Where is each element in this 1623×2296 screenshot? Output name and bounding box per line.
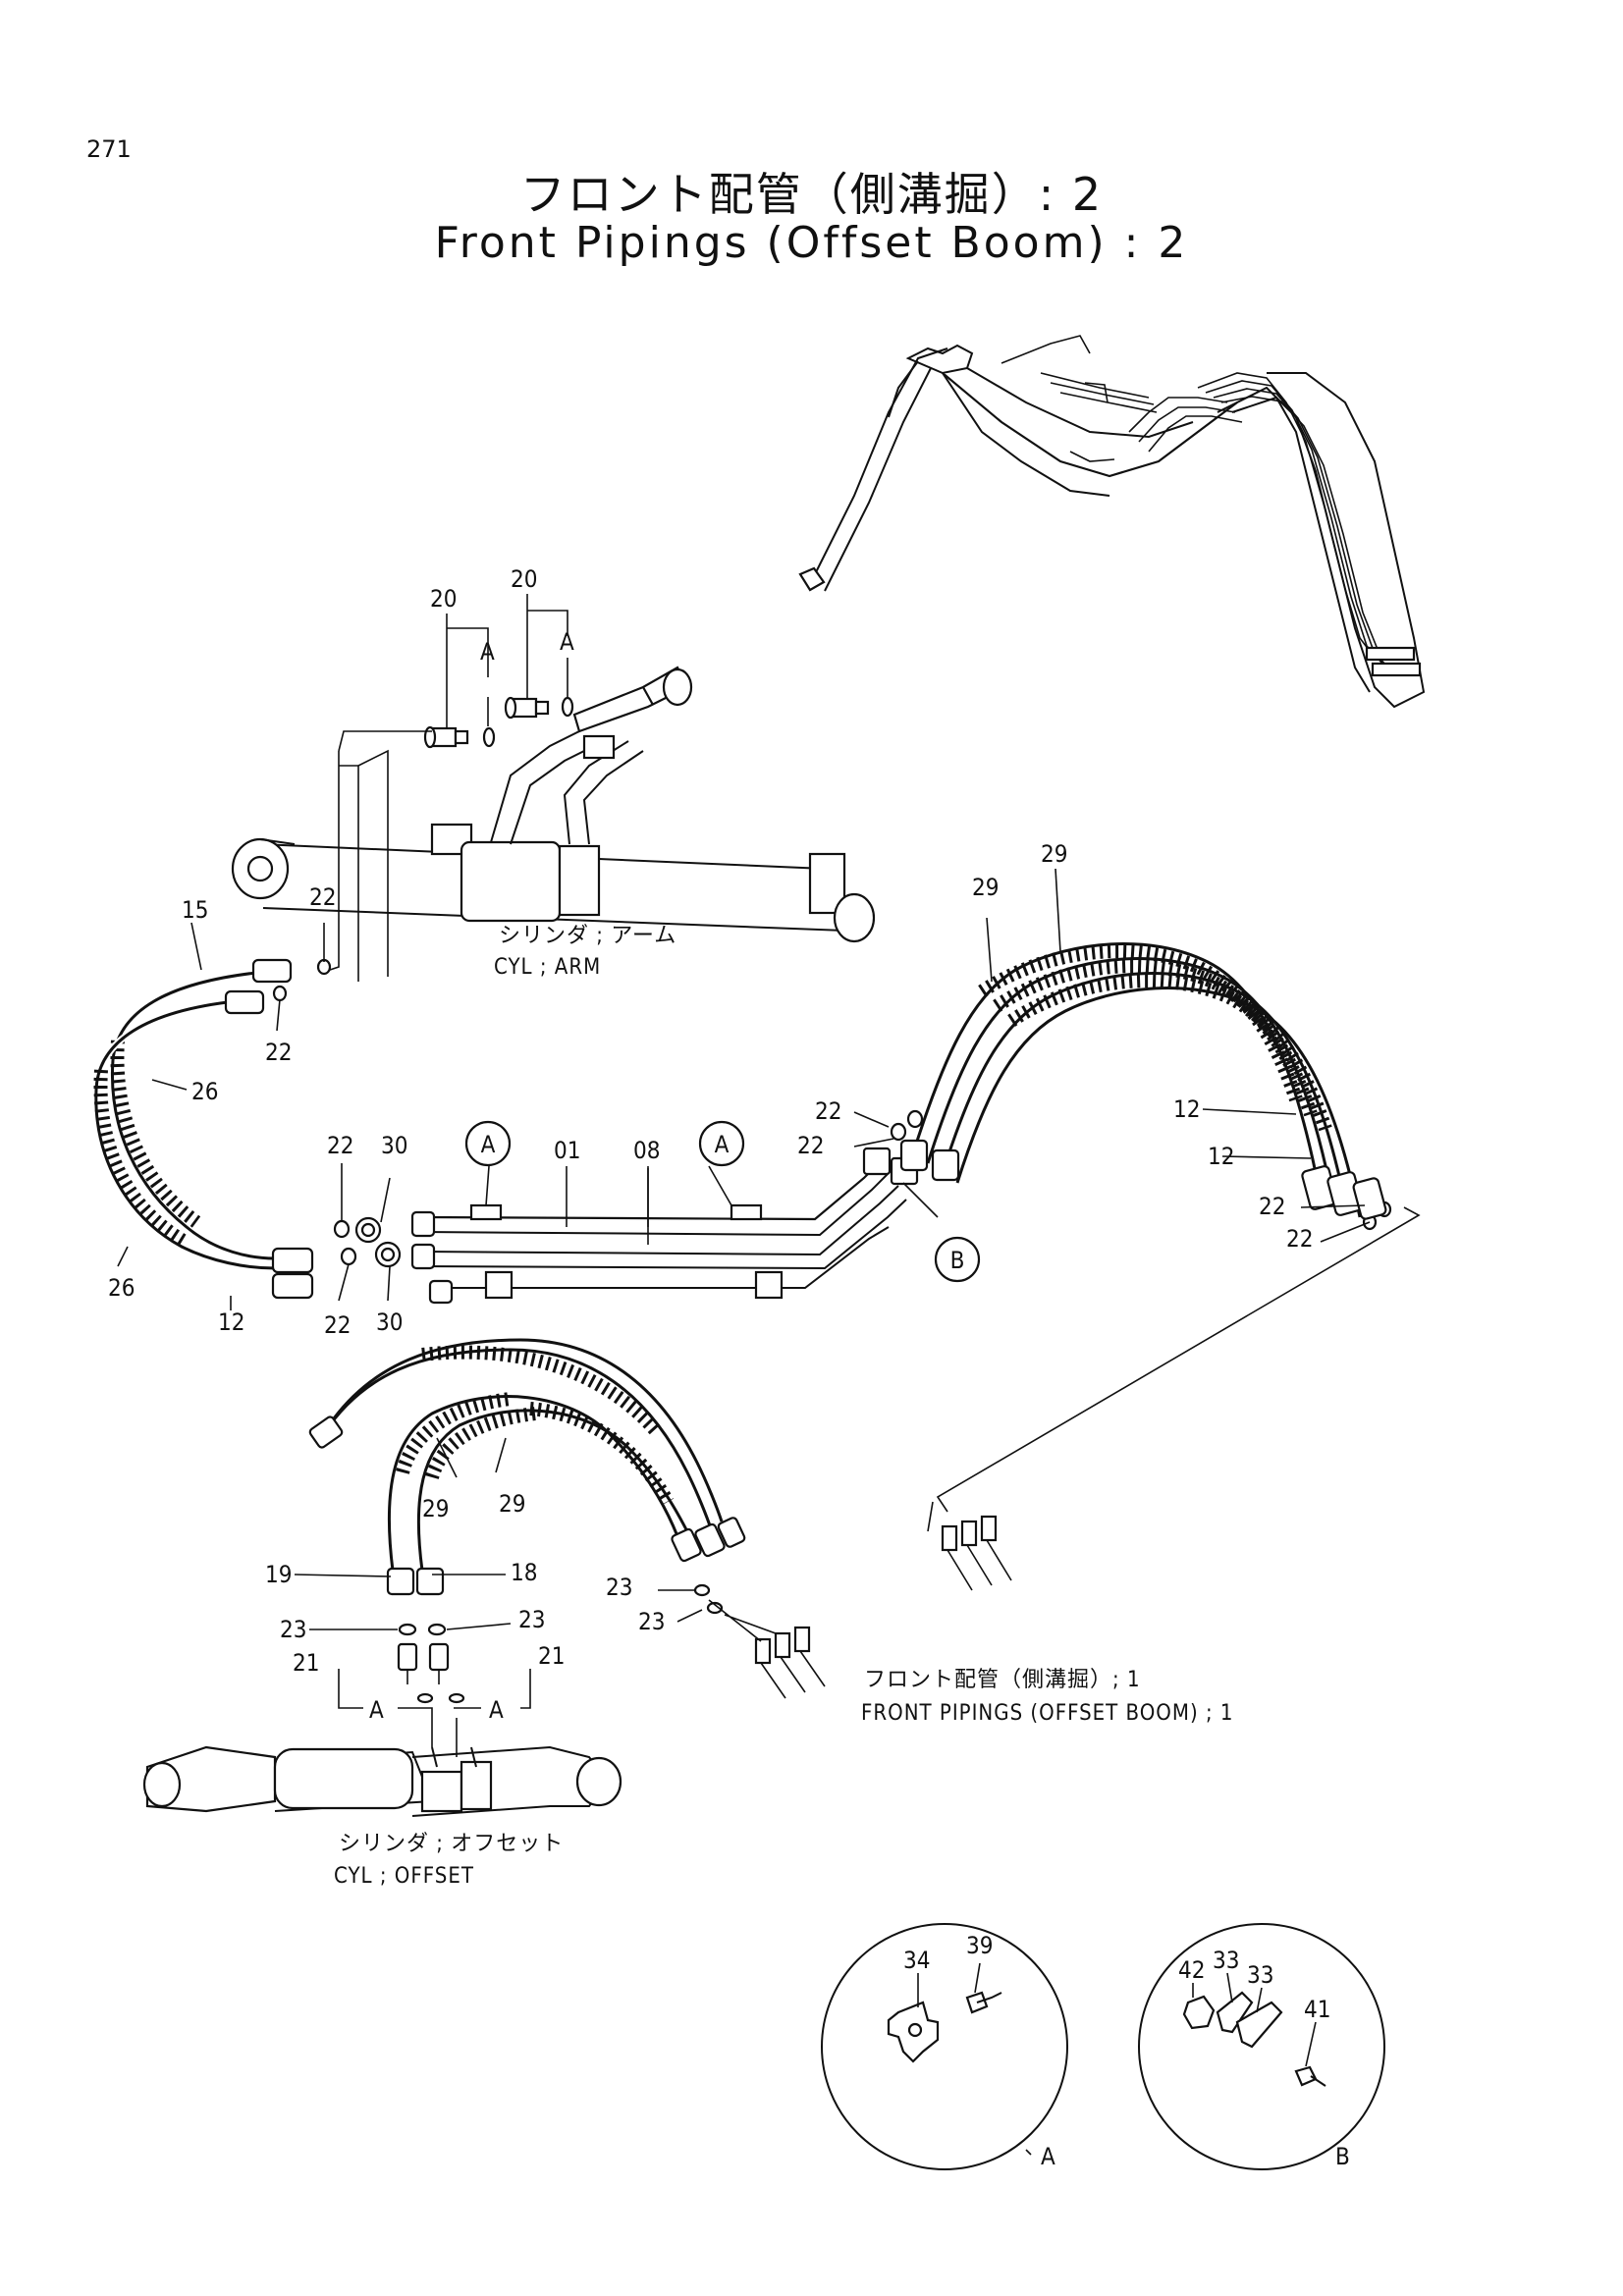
orings-22-30 [272,958,1392,1268]
label-29-left: 29 [972,874,999,901]
label-a-oring-left: A [480,638,495,666]
callout-b: B [950,1247,965,1274]
caption-ref-jp: フロント配管（側溝掘）; 1 [864,1668,1141,1692]
page-title-japanese: フロント配管（側溝掘）: 2 [519,168,1104,221]
caption-arm-cylinder-jp: シリンダ ; アーム [499,924,676,948]
label-22-a: 22 [309,883,336,911]
offset-cylinder [142,1745,622,1817]
label-34: 34 [903,1947,930,1974]
label-26-lower: 26 [108,1274,135,1302]
label-01: 01 [554,1137,580,1164]
label-detail-b: B [1335,2143,1350,2170]
label-21-left: 21 [293,1649,319,1677]
label-41: 41 [1304,1996,1330,2023]
arm-cylinder-assembly [231,666,876,943]
label-26-upper: 26 [191,1078,218,1105]
hoses-offset [308,1338,746,1596]
reference-line [927,1206,1421,1591]
callout-a-left: A [481,1131,496,1158]
part-labels: 20 20 A A 15 22 22 26 26 12 22 30 22 30 … [108,565,1350,2170]
label-33-left: 33 [1213,1947,1239,1974]
label-29-right: 29 [1041,840,1067,868]
label-23-a: 23 [280,1616,306,1643]
callout-bubbles: A A B [464,1120,981,1283]
excavator-front-overview [798,335,1426,709]
label-19: 19 [265,1561,292,1588]
label-22-e: 22 [815,1097,841,1125]
page-number: 271 [86,135,132,163]
label-22-c: 22 [327,1132,353,1159]
hoses-boom-right [899,942,1387,1220]
label-21-right: 21 [538,1642,565,1670]
leader-lines [117,594,1371,2067]
label-29-offset-left: 29 [422,1495,449,1522]
label-a-offset-left: A [369,1696,384,1724]
label-23-b: 23 [518,1606,545,1633]
label-20-left: 20 [430,585,457,613]
label-20-right: 20 [511,565,537,593]
callout-a-right: A [715,1131,730,1158]
label-12-upper: 12 [1173,1095,1200,1123]
label-a-oring-right: A [560,628,574,656]
label-30-lower: 30 [376,1308,403,1336]
label-22-d: 22 [324,1311,351,1339]
label-18: 18 [511,1559,537,1586]
label-12-left: 12 [218,1308,244,1336]
detail-circle-a [821,1923,1068,2170]
label-23-c: 23 [606,1574,632,1601]
label-33-right: 33 [1247,1961,1273,1989]
label-29-offset-right: 29 [499,1490,525,1518]
caption-ref-en: FRONT PIPINGS (OFFSET BOOM) ; 1 [861,1701,1234,1726]
label-30-upper: 30 [381,1132,407,1159]
label-22-b: 22 [265,1039,292,1066]
page-title-english: Front Pipings (Offset Boom) : 2 [434,218,1189,268]
caption-offset-cylinder-en: CYL ; OFFSET [334,1864,474,1889]
detail-circle-b [1138,1923,1385,2170]
caption-arm-cylinder-en: CYL ; ARM [494,955,601,980]
label-42: 42 [1178,1956,1205,1984]
hoses-arm [92,958,314,1300]
label-15: 15 [182,896,208,924]
label-22-g: 22 [1259,1193,1285,1220]
label-23-d: 23 [638,1608,665,1635]
label-a-offset-right: A [489,1696,504,1724]
label-12-lower: 12 [1208,1143,1234,1170]
fittings-21-23 [338,1583,826,1757]
caption-offset-cylinder-jp: シリンダ ; オフセット [339,1832,564,1856]
label-39: 39 [966,1932,993,1959]
label-detail-a: A [1041,2143,1055,2170]
label-22-h: 22 [1286,1225,1313,1253]
label-08: 08 [633,1137,660,1164]
label-22-f: 22 [797,1132,824,1159]
captions: シリンダ ; アーム CYL ; ARM フロント配管（側溝掘）; 1 FRON… [334,924,1234,1889]
